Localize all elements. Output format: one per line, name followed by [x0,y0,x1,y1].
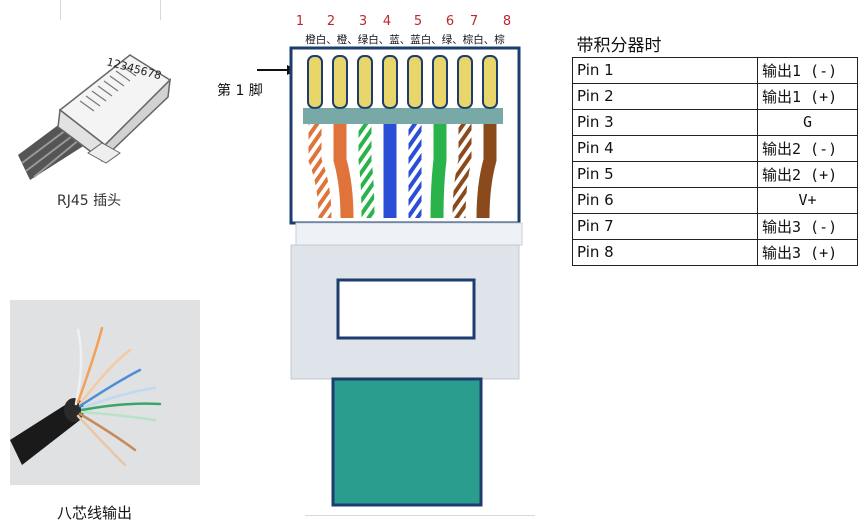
output-cell: 输出1 (-) [757,56,858,84]
pin-number: 3 [359,14,367,29]
pin-cell: Pin 8 [572,238,758,266]
output-cell: 输出2 (+) [757,160,858,188]
output-cell: 输出2 (-) [757,134,858,162]
pin-number: 8 [503,14,511,29]
grid-line [60,0,61,20]
cable-caption: 八芯线输出 [57,504,133,522]
wires [308,124,497,219]
table-row: Pin 4 输出2 (-) [572,134,858,162]
pin-cell: Pin 3 [572,108,758,136]
pin-cell: Pin 2 [572,82,758,110]
table-row: Pin 7 输出3 (-) [572,212,858,240]
output-cell: 输出3 (+) [757,238,858,266]
pin-cell: Pin 4 [572,134,758,162]
pin-number: 6 [446,14,454,29]
pin1-label: 第 1 脚 [217,83,263,99]
output-cell: G [757,108,858,136]
table-row: Pin 8 输出3 (+) [572,238,858,266]
table-row: Pin 5 输出2 (+) [572,160,858,188]
pin-number: 4 [383,14,391,29]
table-title: 带积分器时 [572,30,858,58]
output-cell: V+ [757,186,858,214]
gold-contacts [307,55,498,109]
grid-line [160,0,161,20]
rj45-plug-illustration: 12345678 [18,54,172,180]
pin-table: 带积分器时 Pin 1 输出1 (-) Pin 2 输出1 (+) Pin 3 … [572,30,858,266]
output-cell: 输出3 (-) [757,212,858,240]
pin-cell: Pin 5 [572,160,758,188]
pin-number: 5 [414,14,422,29]
pin-cell: Pin 7 [572,212,758,240]
pin-number: 1 [296,14,304,29]
wire-color-list: 橙白、橙、绿白、蓝、蓝白、绿、棕白、棕 [305,33,505,46]
output-cell: 输出1 (+) [757,82,858,110]
table-row: Pin 3 G [572,108,858,136]
table-row: Pin 2 输出1 (+) [572,82,858,110]
cable-photo [10,300,200,485]
pin-cell: Pin 6 [572,186,758,214]
pin-number: 7 [470,14,478,29]
connector-diagram: 1 2 3 4 5 6 7 8 橙白、橙、绿白、蓝、蓝白、绿、棕白、棕 [257,14,523,507]
table-row: Pin 1 输出1 (-) [572,56,858,84]
pin-cell: Pin 1 [572,56,758,84]
grid-line [305,515,535,516]
pin-number: 2 [327,14,335,29]
rj45-caption: RJ45 插头 [57,193,122,209]
table-row: Pin 6 V+ [572,186,858,214]
